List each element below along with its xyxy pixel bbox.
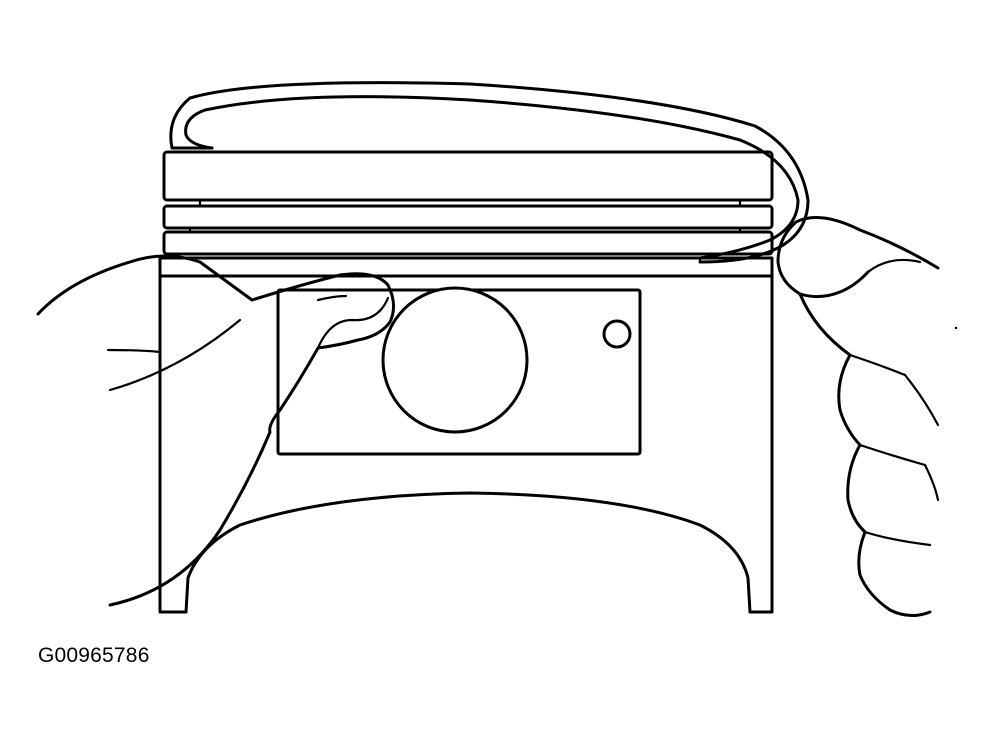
speck-mark [954, 326, 958, 330]
figure-id-label: G00965786 [38, 644, 150, 667]
right-hand [776, 216, 940, 617]
piston-ring-grooves [162, 150, 774, 256]
left-hand [36, 254, 395, 607]
wrist-pin-boss [276, 286, 642, 456]
piston-ring [169, 81, 810, 264]
piston-body [158, 256, 774, 614]
